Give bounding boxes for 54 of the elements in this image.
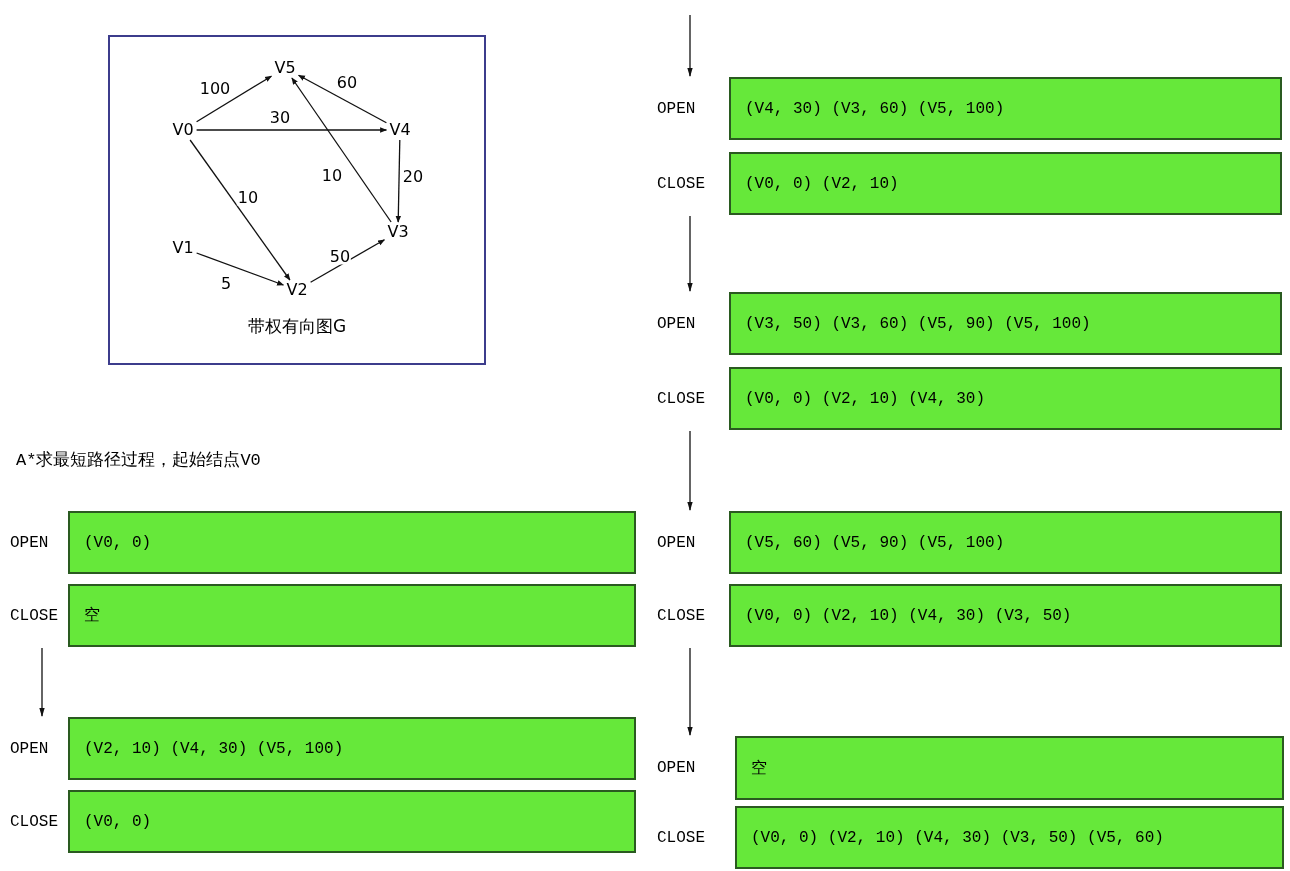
list-box: (V0, 0) [68, 511, 636, 574]
list-label: CLOSE [657, 174, 705, 193]
arrow [291, 77, 392, 223]
arrow [309, 239, 386, 283]
arrow [687, 647, 693, 736]
graph-frame [108, 35, 486, 365]
arrow [195, 75, 273, 123]
vertex-label: V1 [170, 239, 196, 257]
list-box: (V4, 30) (V3, 60) (V5, 100) [729, 77, 1282, 140]
edge-label: 50 [328, 247, 352, 265]
vertex-label: V5 [272, 59, 298, 77]
list-box: (V2, 10) (V4, 30) (V5, 100) [68, 717, 636, 780]
edge-label: 10 [320, 166, 344, 184]
list-box: 空 [68, 584, 636, 647]
list-box: (V5, 60) (V5, 90) (V5, 100) [729, 511, 1282, 574]
list-label: OPEN [10, 533, 49, 552]
arrow [687, 215, 693, 292]
arrow [195, 127, 388, 133]
list-label: OPEN [657, 314, 696, 333]
edge-label: 5 [219, 274, 233, 292]
arrow [39, 647, 45, 717]
list-label: CLOSE [657, 389, 705, 408]
list-label: OPEN [657, 533, 696, 552]
arrow [395, 139, 402, 223]
list-box: (V0, 0) (V2, 10) (V4, 30) (V3, 50) (V5, 60) [735, 806, 1284, 869]
list-label: CLOSE [657, 606, 705, 625]
note-text: A*求最短路径过程，起始结点V0 [16, 450, 261, 471]
list-box: (V0, 0) (V2, 10) (V4, 30) [729, 367, 1282, 430]
list-box: (V0, 0) [68, 790, 636, 853]
edge-label: 10 [236, 188, 260, 206]
arrow [297, 74, 388, 124]
list-label: OPEN [10, 739, 49, 758]
arrow [195, 252, 285, 286]
arrow [687, 430, 693, 511]
vertex-label: V2 [284, 281, 310, 299]
arrow [189, 139, 291, 281]
edge-label: 20 [401, 167, 425, 185]
list-label: OPEN [657, 759, 696, 777]
list-box: (V3, 50) (V3, 60) (V5, 90) (V5, 100) [729, 292, 1282, 355]
arrow [687, 14, 693, 77]
vertex-label: V4 [387, 121, 413, 139]
list-box: 空 [735, 736, 1284, 800]
list-label: CLOSE [657, 828, 705, 847]
vertex-label: V0 [170, 121, 196, 139]
vertex-label: V3 [385, 223, 411, 241]
list-label: OPEN [657, 99, 696, 118]
edge-label: 100 [198, 79, 232, 97]
list-label: CLOSE [10, 812, 58, 831]
list-box: (V0, 0) (V2, 10) [729, 152, 1282, 215]
list-label: CLOSE [10, 606, 58, 625]
edge-label: 30 [268, 108, 292, 126]
graph-caption: 带权有向图G [247, 315, 347, 338]
list-box: (V0, 0) (V2, 10) (V4, 30) (V3, 50) [729, 584, 1282, 647]
edge-label: 60 [335, 73, 359, 91]
